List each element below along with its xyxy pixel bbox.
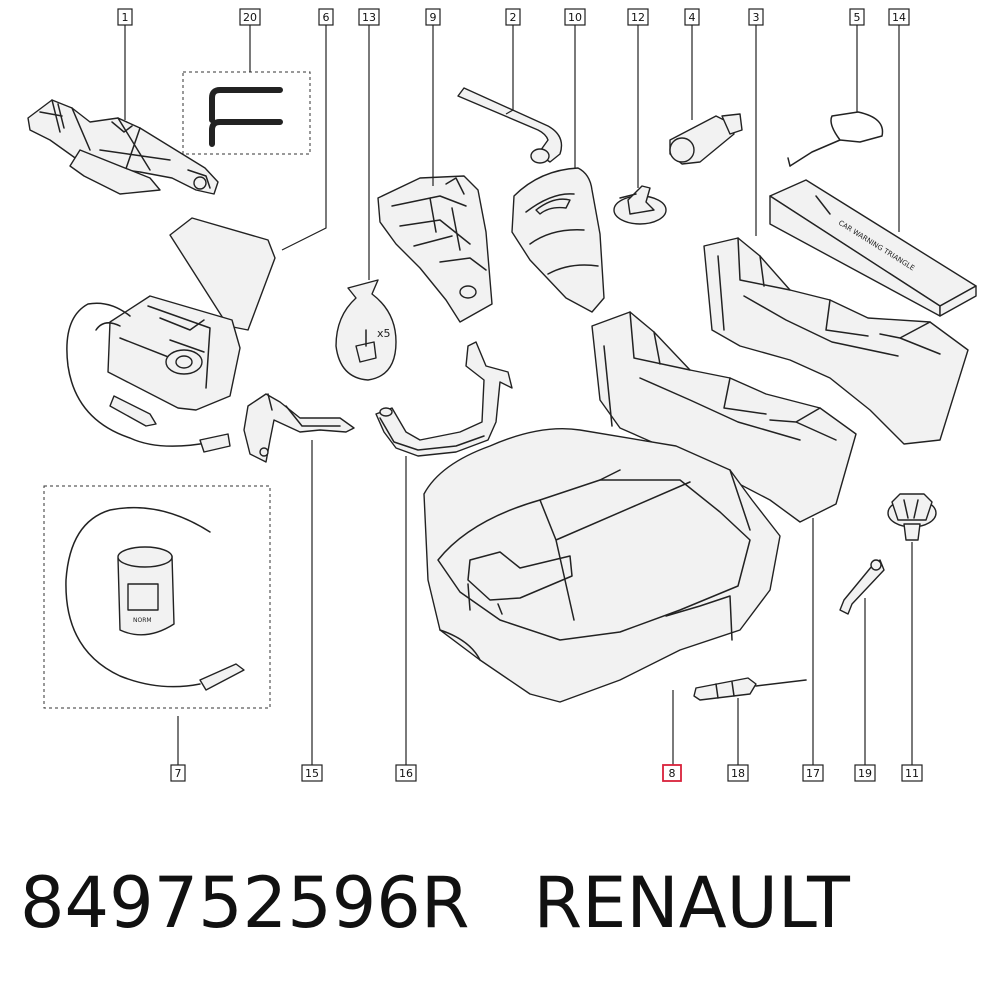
svg-text:9: 9 bbox=[430, 11, 437, 24]
svg-text:16: 16 bbox=[399, 767, 413, 780]
part-caption: 849752596R RENAULT bbox=[20, 858, 850, 948]
callout-8-highlighted[interactable]: 8 bbox=[662, 764, 682, 782]
callout-3[interactable]: 3 bbox=[748, 8, 764, 26]
svg-text:3: 3 bbox=[753, 11, 760, 24]
callout-18[interactable]: 18 bbox=[727, 764, 749, 782]
part-bolt-bag[interactable]: x5 bbox=[335, 279, 397, 381]
part-compressor-kit[interactable] bbox=[66, 217, 276, 453]
part-handle-bracket[interactable] bbox=[375, 341, 513, 457]
part-tow-hook[interactable] bbox=[787, 111, 884, 167]
callout-20[interactable]: 20 bbox=[239, 8, 261, 26]
svg-text:14: 14 bbox=[892, 11, 906, 24]
svg-text:19: 19 bbox=[858, 767, 872, 780]
svg-text:12: 12 bbox=[631, 11, 645, 24]
part-hex-keys[interactable] bbox=[182, 71, 311, 155]
callout-14[interactable]: 14 bbox=[888, 8, 910, 26]
callout-9[interactable]: 9 bbox=[425, 8, 441, 26]
svg-text:18: 18 bbox=[731, 767, 745, 780]
svg-text:5: 5 bbox=[854, 11, 861, 24]
callout-13[interactable]: 13 bbox=[358, 8, 380, 26]
part-socket[interactable] bbox=[669, 113, 743, 165]
part-warning-triangle-box[interactable]: CAR WARNING TRIANGLE bbox=[769, 179, 977, 317]
callout-12[interactable]: 12 bbox=[627, 8, 649, 26]
part-tray[interactable] bbox=[423, 428, 781, 703]
part-screwdriver[interactable] bbox=[693, 677, 807, 701]
callout-4[interactable]: 4 bbox=[684, 8, 700, 26]
svg-text:17: 17 bbox=[806, 767, 820, 780]
part-push-clip[interactable] bbox=[887, 493, 937, 541]
bottle-text: NORM bbox=[133, 617, 152, 624]
svg-text:7: 7 bbox=[175, 767, 182, 780]
callout-7[interactable]: 7 bbox=[170, 764, 186, 782]
part-clip[interactable] bbox=[613, 185, 667, 225]
svg-text:15: 15 bbox=[305, 767, 319, 780]
part-inflation-kit[interactable]: NORM bbox=[43, 485, 271, 709]
svg-text:4: 4 bbox=[689, 11, 696, 24]
callout-11[interactable]: 11 bbox=[901, 764, 923, 782]
part-lever-bracket[interactable] bbox=[243, 393, 355, 463]
part-spanner[interactable] bbox=[839, 559, 885, 615]
part-foam-cover[interactable] bbox=[511, 167, 605, 313]
callout-16[interactable]: 16 bbox=[395, 764, 417, 782]
callout-1[interactable]: 1 bbox=[117, 8, 133, 26]
part-jack[interactable] bbox=[27, 99, 219, 195]
callout-15[interactable]: 15 bbox=[301, 764, 323, 782]
svg-text:13: 13 bbox=[362, 11, 376, 24]
x5-label: x5 bbox=[377, 327, 391, 340]
part-number: 849752596R bbox=[20, 862, 470, 944]
part-bracket[interactable] bbox=[377, 175, 493, 323]
svg-text:10: 10 bbox=[568, 11, 582, 24]
svg-text:8: 8 bbox=[669, 767, 676, 780]
callout-5[interactable]: 5 bbox=[849, 8, 865, 26]
svg-text:1: 1 bbox=[122, 11, 129, 24]
part-upper-foam-insert[interactable] bbox=[703, 237, 969, 445]
part-wheel-brace[interactable] bbox=[457, 87, 563, 164]
callout-17[interactable]: 17 bbox=[802, 764, 824, 782]
callout-19[interactable]: 19 bbox=[854, 764, 876, 782]
svg-text:11: 11 bbox=[905, 767, 919, 780]
svg-text:2: 2 bbox=[510, 11, 517, 24]
callout-10[interactable]: 10 bbox=[564, 8, 586, 26]
leader-lines bbox=[124, 25, 913, 765]
callout-2[interactable]: 2 bbox=[505, 8, 521, 26]
brand-name: RENAULT bbox=[533, 862, 850, 944]
svg-text:6: 6 bbox=[323, 11, 330, 24]
part-lower-foam-insert[interactable] bbox=[591, 311, 857, 523]
callout-6[interactable]: 6 bbox=[318, 8, 334, 26]
svg-text:20: 20 bbox=[243, 11, 257, 24]
